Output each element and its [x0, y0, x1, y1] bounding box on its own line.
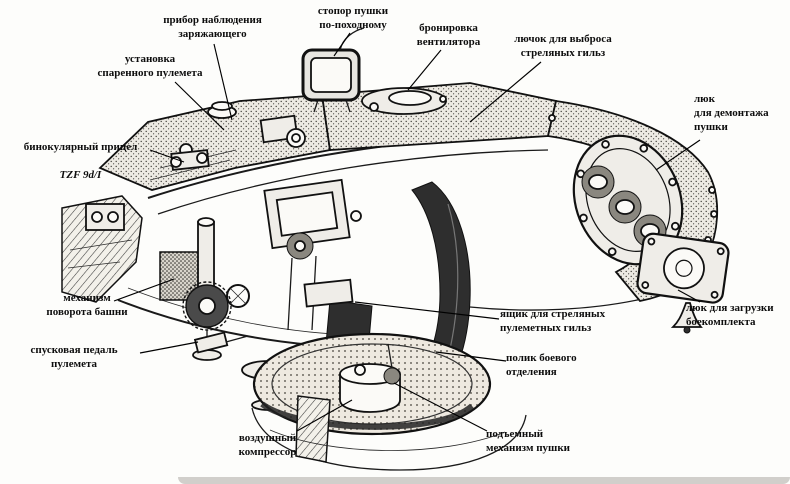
gun-breech-assembly — [263, 178, 362, 331]
hull-wedge — [61, 195, 143, 303]
label-gun-removal-hatch: люк для демонтажа пушки — [694, 93, 769, 134]
label-coaxial-mg-mount: установка спаренного пулемета — [97, 53, 203, 80]
ammo-loading-hatch — [636, 232, 730, 304]
label-binocular-sight-name: бинокулярный прицел — [23, 141, 138, 154]
label-gun-travel-lock: стопор пушки по-походному — [317, 5, 389, 32]
label-ammo-loading-hatch: люк для загрузки боекомплекта — [686, 302, 774, 329]
label-fan-armor: бронировка вентилятора — [416, 22, 481, 49]
ventilator-armor — [361, 87, 447, 115]
label-binocular-sight-model: TZF 9d/I — [59, 169, 102, 182]
gun-travel-lock-bracket — [301, 27, 365, 113]
mg-trigger-pedal — [193, 331, 249, 354]
label-loader-observation-device: прибор наблюдения заряжающего — [163, 14, 262, 41]
gun-elevation-mechanism — [383, 343, 401, 385]
label-mg-trigger-pedal: спусковая педаль пулемета — [30, 344, 118, 371]
turret-traverse-mechanism — [159, 217, 250, 361]
label-spent-mg-case-box: ящик для стреляных пулеметных гильз — [500, 308, 606, 335]
label-binocular-sight: бинокулярный прицел TZF 9d/I — [8, 126, 153, 182]
label-spent-case-ejection-port: лючок для выброса стреляных гильз — [514, 33, 612, 60]
shell-rack-cylinders — [581, 165, 667, 248]
page-scan-edge — [178, 477, 790, 484]
base-skirt — [251, 395, 527, 471]
signal-bell — [670, 302, 703, 334]
leader-lines — [113, 32, 701, 432]
label-fighting-compartment-floor: полик боевого отделения — [506, 352, 577, 379]
label-turret-traverse-mechanism: механизм поворота башни — [46, 292, 128, 319]
label-air-compressor: воздушный компрессор — [238, 432, 297, 459]
label-gun-elevation-mechanism: подъемный механизм пушки — [486, 428, 570, 455]
